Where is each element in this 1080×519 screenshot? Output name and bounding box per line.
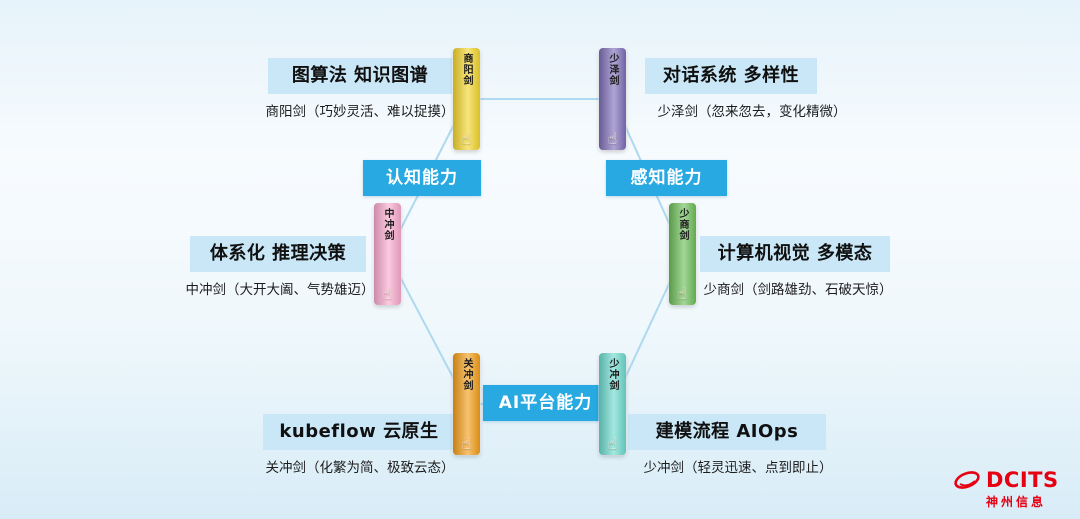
capability-subtitle-graph-algorithms: 商阳剑（巧妙灵活、难以捉摸）	[265, 104, 455, 120]
capability-title-reasoning: 体系化 推理决策	[190, 236, 366, 272]
capability-title-graph-algorithms: 图算法 知识图谱	[268, 58, 452, 94]
pointing-hand-icon: ☝	[461, 129, 472, 148]
capability-title-aiops: 建模流程 AIOps	[628, 414, 826, 450]
capability-subtitle-computer-vision: 少商剑（剑路雄劲、石破天惊）	[703, 282, 893, 298]
sword-guanchong: 关冲剑 ☝	[453, 353, 480, 455]
category-badge-ai-platform: AI平台能力	[483, 385, 608, 421]
sword-shaoshang: 少商剑 ☝	[669, 203, 696, 305]
sword-shaoze: 少泽剑 ☝	[599, 48, 626, 150]
sword-zhongchong: 中冲剑 ☝	[374, 203, 401, 305]
sword-shaochong: 少冲剑 ☝	[599, 353, 626, 455]
sword-shaoshang-label: 少商剑	[677, 208, 688, 241]
pointing-hand-icon: ☝	[382, 284, 393, 303]
sword-zhongchong-label: 中冲剑	[382, 208, 393, 241]
capability-subtitle-kubeflow: 关冲剑（化繁为简、极致云态）	[265, 460, 455, 476]
dcits-brand-text: DCITS	[986, 468, 1059, 492]
capability-title-computer-vision: 计算机视觉 多模态	[700, 236, 890, 272]
capability-title-dialog-system: 对话系统 多样性	[645, 58, 817, 94]
pointing-hand-icon: ☝	[461, 434, 472, 453]
sword-guanchong-label: 关冲剑	[461, 358, 472, 391]
dcits-swirl-icon	[954, 471, 980, 489]
pointing-hand-icon: ☝	[607, 434, 618, 453]
dcits-company-name: 神州信息	[986, 495, 1047, 509]
category-badge-cognitive: 认知能力	[363, 160, 481, 196]
sword-shaoze-label: 少泽剑	[607, 53, 618, 86]
capability-title-kubeflow: kubeflow 云原生	[263, 414, 455, 450]
sword-shangyang-label: 商阳剑	[461, 53, 472, 86]
sword-shangyang: 商阳剑 ☝	[453, 48, 480, 150]
category-badge-perception: 感知能力	[606, 160, 727, 196]
dcits-logo: DCITS 神州信息	[952, 468, 1059, 510]
pointing-hand-icon: ☝	[677, 284, 688, 303]
capability-subtitle-aiops: 少冲剑（轻灵迅速、点到即止）	[643, 460, 833, 476]
pointing-hand-icon: ☝	[607, 129, 618, 148]
sword-shaochong-label: 少冲剑	[607, 358, 618, 391]
capability-subtitle-reasoning: 中冲剑（大开大阖、气势雄迈）	[185, 282, 375, 298]
capability-subtitle-dialog-system: 少泽剑（忽来忽去，变化精微）	[657, 104, 847, 120]
